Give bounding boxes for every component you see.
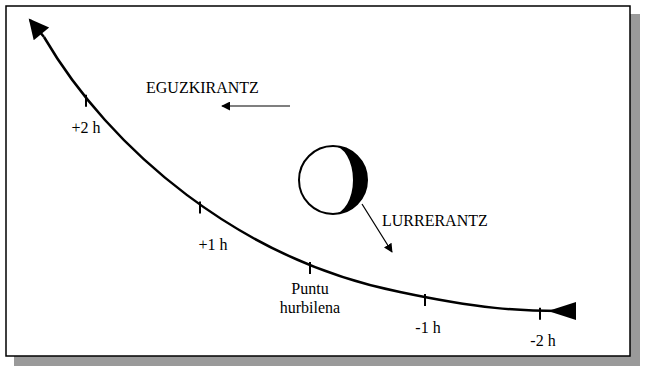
sun-arrow — [222, 105, 290, 106]
point-label: Puntu hurbilena — [270, 279, 350, 317]
moon-crescent — [333, 146, 367, 214]
hour-tick — [199, 202, 201, 214]
end-arrowhead — [548, 302, 576, 320]
direction-label: LURRERANTZ — [382, 211, 488, 230]
hour-ticks — [86, 95, 540, 320]
frame — [6, 6, 630, 356]
hour-label: +2 h — [71, 118, 100, 137]
hour-label: -1 h — [415, 318, 440, 337]
hour-tick — [85, 95, 87, 107]
trajectory-curve — [44, 37, 560, 311]
moon — [299, 146, 367, 214]
hour-label: +1 h — [198, 235, 227, 254]
hour-tick — [539, 308, 541, 320]
direction-label: EGUZKIRANTZ — [146, 78, 259, 97]
hour-tick — [309, 262, 311, 274]
start-arrowhead — [30, 20, 44, 37]
hour-tick — [424, 294, 426, 306]
hour-label: -2 h — [530, 331, 555, 350]
